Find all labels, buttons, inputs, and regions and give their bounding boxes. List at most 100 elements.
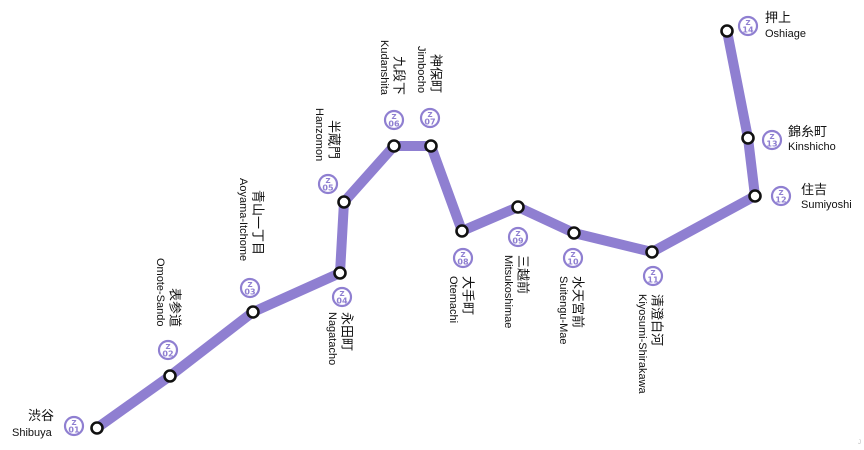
station-name-ja: 神保町 xyxy=(428,54,443,93)
station-number-badge: Z06 xyxy=(383,109,405,131)
station-name-ja: 渋谷 xyxy=(28,409,54,424)
station-name-en: Shibuya xyxy=(12,427,53,439)
badge-line-letter: Z xyxy=(325,177,330,185)
station-name-en: Hanzomon xyxy=(313,108,325,161)
station-number-badge: Z12 xyxy=(770,185,792,207)
badge-ring xyxy=(452,247,474,269)
badge-ring xyxy=(63,415,85,437)
station-name-ja: 住吉 xyxy=(801,183,827,198)
badge-line-letter: Z xyxy=(71,419,76,427)
badge-ring xyxy=(317,173,339,195)
station-number-badge: Z13 xyxy=(761,129,783,151)
badge-line-letter: Z xyxy=(460,251,465,259)
badge-station-number: 04 xyxy=(336,297,348,306)
badge-station-number: 07 xyxy=(424,118,435,127)
badge-line-letter: Z xyxy=(427,111,432,119)
station-name-en: Mitsukoshimae xyxy=(502,255,514,328)
badge-station-number: 06 xyxy=(388,120,400,129)
station-name-ja: 三越前 xyxy=(515,255,531,294)
badge-station-number: 13 xyxy=(766,140,777,149)
badge-station-number: 05 xyxy=(322,184,334,193)
badge-ring xyxy=(419,107,441,129)
station-number-badge: Z11 xyxy=(642,265,664,287)
badge-station-number: 01 xyxy=(68,426,80,435)
badge-station-number: 10 xyxy=(567,258,579,267)
station-name-en: Kinshicho xyxy=(788,141,836,153)
station-name-ja: 半蔵門 xyxy=(326,120,341,159)
badge-station-number: 12 xyxy=(775,196,786,205)
station-name-en: Oshiage xyxy=(765,28,806,40)
station-name-en: Omote-Sando xyxy=(154,258,166,326)
station-number-badge: Z09 xyxy=(507,226,529,248)
station-name-ja: 永田町 xyxy=(339,312,354,351)
badge-ring xyxy=(239,277,261,299)
badge-ring xyxy=(383,109,405,131)
station-node[interactable] xyxy=(741,131,755,145)
station-name-ja: 大手町 xyxy=(460,276,475,315)
badge-station-number: 14 xyxy=(742,26,754,35)
station-node[interactable] xyxy=(337,195,351,209)
station-number-badge: Z05 xyxy=(317,173,339,195)
badge-ring xyxy=(507,226,529,248)
badge-ring xyxy=(770,185,792,207)
station-number-badge: Z10 xyxy=(562,247,584,269)
corner-mark: J xyxy=(858,440,861,446)
station-name-ja: 青山一丁目 xyxy=(250,190,265,255)
station-node[interactable] xyxy=(455,224,469,238)
badge-line-letter: Z xyxy=(570,251,575,259)
station-node[interactable] xyxy=(387,139,401,153)
station-number-badge: Z03 xyxy=(239,277,261,299)
station-01[interactable]: Z01 渋谷 Shibuya xyxy=(12,409,104,439)
station-number-badge: Z07 xyxy=(419,107,441,129)
station-name-en: Otemachi xyxy=(447,276,459,323)
badge-station-number: 09 xyxy=(512,237,524,246)
station-node[interactable] xyxy=(246,305,260,319)
station-name-en: Kiyosumi-Shirakawa xyxy=(636,294,648,395)
station-name-en: Kudanshita xyxy=(378,40,390,96)
station-name-ja: 水天宮前 xyxy=(570,276,586,328)
station-node[interactable] xyxy=(163,369,177,383)
badge-line-letter: Z xyxy=(515,230,520,238)
badge-line-letter: Z xyxy=(247,281,252,289)
badge-ring xyxy=(642,265,664,287)
badge-line-letter: Z xyxy=(650,269,655,277)
badge-line-letter: Z xyxy=(391,113,396,121)
badge-ring xyxy=(157,339,179,361)
station-node[interactable] xyxy=(645,245,659,259)
station-number-badge: Z08 xyxy=(452,247,474,269)
station-node[interactable] xyxy=(720,24,734,38)
station-name-en: Aoyama-Itchome xyxy=(237,178,249,261)
station-name-ja: 九段下 xyxy=(391,56,406,95)
station-node[interactable] xyxy=(567,226,581,240)
station-name-en: Nagatacho xyxy=(326,312,338,365)
station-name-ja: 清澄白河 xyxy=(649,294,665,346)
station-name-ja: 錦糸町 xyxy=(788,124,827,140)
route-line xyxy=(92,26,760,433)
station-node[interactable] xyxy=(511,200,525,214)
badge-line-letter: Z xyxy=(339,290,344,298)
badge-station-number: 08 xyxy=(457,258,469,267)
station-node[interactable] xyxy=(333,266,347,280)
station-name-ja: 押上 xyxy=(765,11,791,26)
badge-station-number: 11 xyxy=(647,276,659,285)
station-name-en: Suitengu-Mae xyxy=(557,276,569,345)
station-node[interactable] xyxy=(424,139,438,153)
station-node[interactable] xyxy=(90,421,104,435)
station-node[interactable] xyxy=(748,189,762,203)
badge-ring xyxy=(331,286,353,308)
